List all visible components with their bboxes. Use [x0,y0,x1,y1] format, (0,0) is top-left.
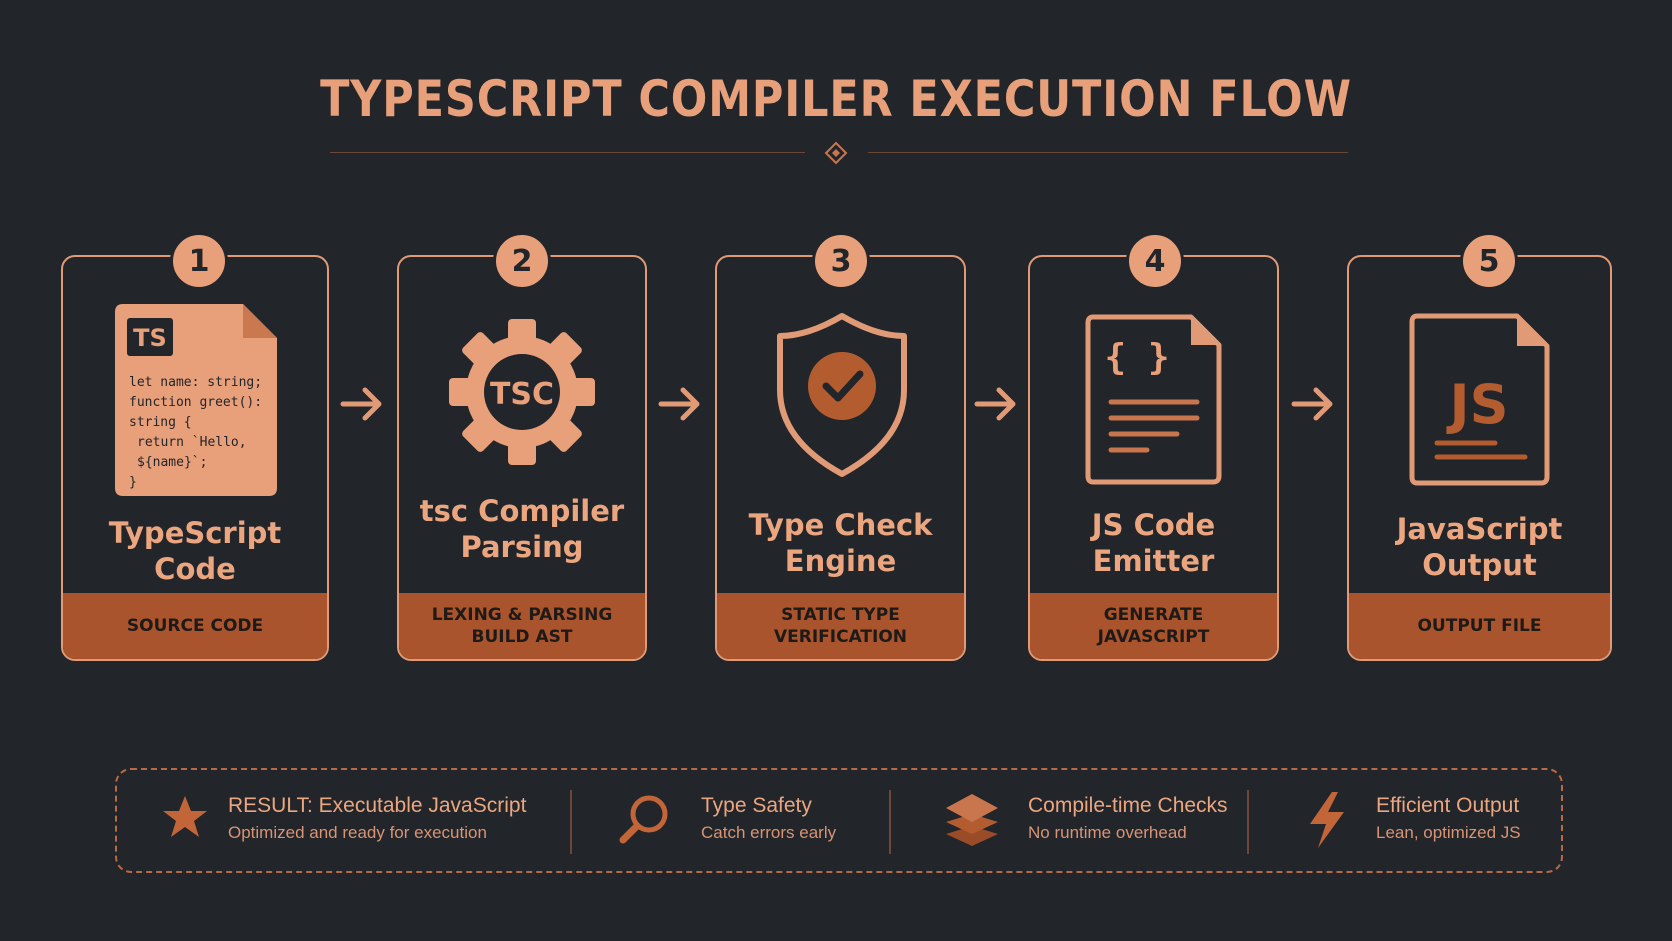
star-icon [163,796,207,837]
step-number-badge: 1 [170,232,228,290]
step-footer: GENERATE JAVASCRIPT [1030,593,1277,659]
step-card-parsing: TSC tsc Compiler Parsing LEXING & PARSIN… [397,255,647,661]
step-card-output: JS JavaScript Output OUTPUT FILE [1347,255,1612,661]
code-line: let name: string; [129,375,262,390]
javascript-file-icon: JS [1409,313,1550,486]
typescript-file-icon: TS let name: string; function greet(): s… [115,304,277,496]
result-separator [1247,790,1249,854]
step-footer: OUTPUT FILE [1349,593,1610,659]
arrow-right-icon [340,387,382,421]
js-label: JS [1446,373,1509,436]
result-title: Efficient Output [1376,794,1520,817]
step-card-source: TS let name: string; function greet(): s… [61,255,329,661]
step-number-badge: 4 [1126,232,1184,290]
code-line: ${name}`; [137,455,207,470]
ts-badge-text: TS [133,324,167,352]
braces-label: { } [1104,337,1169,378]
diamond-ornament-icon [824,141,848,165]
layers-icon [946,794,998,846]
page-title: TYPESCRIPT COMPILER EXECUTION FLOW [320,70,1352,128]
code-document-icon: { } [1085,314,1222,485]
magnifier-icon [619,795,668,844]
step-footer: LEXING & PARSING BUILD AST [399,593,645,659]
code-line: return `Hello, [137,435,247,450]
result-separator [570,790,572,854]
result-title: Compile-time Checks [1028,794,1228,817]
title-divider-right [868,152,1348,153]
result-bar [115,768,1563,873]
result-title: Type Safety [701,794,812,817]
step-number-badge: 3 [812,232,870,290]
step-footer: STATIC TYPE VERIFICATION [717,593,964,659]
result-title: RESULT: Executable JavaScript [228,794,527,817]
code-line: string { [129,415,192,430]
lightning-icon [1310,792,1344,848]
gear-icon: TSC [449,319,595,465]
step-name: TypeScript Code [108,516,282,586]
code-line: function greet(): [129,395,262,410]
result-subtitle: Lean, optimized JS [1376,823,1521,842]
gear-label: TSC [490,377,554,412]
step-name: JavaScript Output [1396,512,1563,582]
shield-check-icon [777,313,907,477]
arrow-right-icon [658,387,700,421]
arrow-right-icon [1291,387,1333,421]
step-name: JS Code Emitter [1091,508,1216,578]
step-name: tsc Compiler Parsing [419,494,625,564]
step-number-badge: 5 [1460,232,1518,290]
title-divider-left [330,152,805,153]
result-subtitle: No runtime overhead [1028,823,1187,842]
result-separator [889,790,891,854]
step-footer: SOURCE CODE [63,593,327,659]
step-name: Type Check Engine [748,508,933,578]
result-subtitle: Catch errors early [701,823,837,842]
code-line: } [129,475,137,490]
arrow-right-icon [974,387,1016,421]
result-subtitle: Optimized and ready for execution [228,823,487,842]
step-number-badge: 2 [493,232,551,290]
step-card-typecheck: Type Check Engine STATIC TYPE VERIFICATI… [715,255,966,661]
step-card-emitter: { } JS Code Emitter GENERATE JAVASCRIPT [1028,255,1279,661]
